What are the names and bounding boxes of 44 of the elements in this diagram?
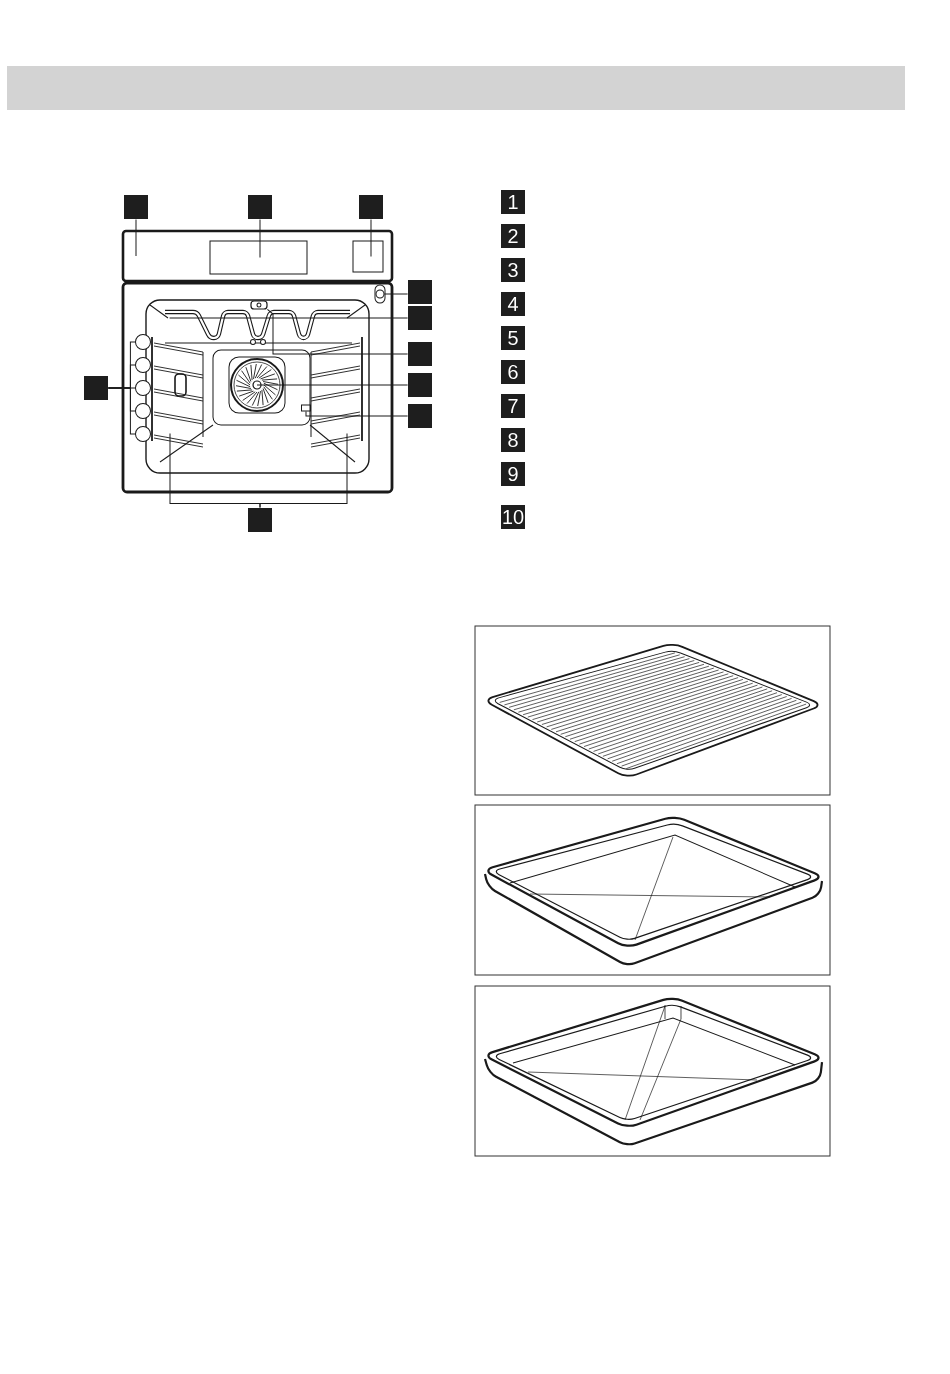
- heating-element: [164, 309, 353, 345]
- leader-line: [256, 384, 409, 386]
- callout-box: [408, 373, 432, 397]
- socket: [301, 404, 311, 412]
- callout-number: 8: [501, 428, 525, 452]
- callout-number: 1: [501, 190, 525, 214]
- shelf-level-circle: [135, 380, 151, 396]
- callout-number: 5: [501, 326, 525, 350]
- callout-box: [408, 342, 432, 366]
- callout-box: [359, 195, 383, 219]
- callout-number: 4: [501, 292, 525, 316]
- lamp: [374, 284, 386, 304]
- leader-line: [370, 218, 372, 257]
- fan: [228, 356, 286, 414]
- callout-number: 9: [501, 462, 525, 486]
- callout-number: 10: [501, 505, 525, 529]
- leader-line: [266, 308, 409, 355]
- callout-number: 3: [501, 258, 525, 282]
- callout-number: 6: [501, 360, 525, 384]
- leader-line: [107, 387, 136, 435]
- shelf-support: [310, 336, 363, 448]
- leader-line: [305, 411, 409, 417]
- callout-number: 7: [501, 394, 525, 418]
- display-window: [209, 240, 308, 275]
- button-panel: [352, 240, 384, 273]
- callout-number: 2: [501, 224, 525, 248]
- callout-box: [408, 280, 432, 304]
- leader-line: [259, 432, 348, 509]
- leader-line: [259, 218, 261, 258]
- shelf-level-circle: [135, 334, 151, 350]
- callout-box: [248, 508, 272, 532]
- callout-box: [408, 306, 432, 330]
- shelf-support: [151, 336, 204, 448]
- callout-box: [124, 195, 148, 219]
- control-panel: [121, 229, 394, 283]
- callout-box: [248, 195, 272, 219]
- shelf-level-circle: [135, 357, 151, 373]
- ceiling-fitting: [250, 300, 268, 310]
- shelf-level-circle: [135, 403, 151, 419]
- callout-box: [84, 376, 108, 400]
- callout-box: [408, 404, 432, 428]
- leader-line: [169, 317, 409, 319]
- shelf-level-circle: [135, 426, 151, 442]
- leader-line: [384, 293, 409, 295]
